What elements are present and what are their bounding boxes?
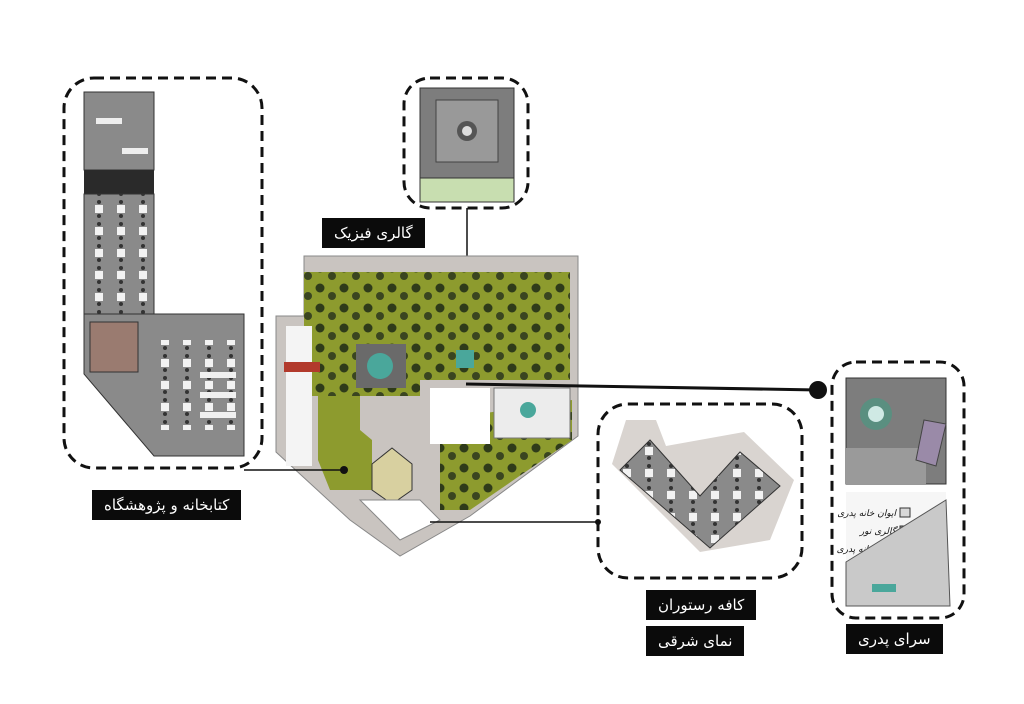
label-physics-gallery: گالری فیزیک	[322, 218, 425, 248]
label-cafe-restaurant: کافه رستوران	[646, 590, 757, 620]
father-house-inset: ایوان خانه پدری گالری نور حیاط خانه پدری	[830, 360, 966, 620]
label-father-house: سرای پدری	[846, 624, 943, 654]
label-library: کتابخانه و پژوهشگاه	[92, 490, 242, 520]
cafe-restaurant-inset	[596, 402, 804, 580]
label-east-facade: نمای شرقی	[646, 626, 745, 656]
main-site-plan	[275, 255, 579, 557]
legend-item-2: گالری نور	[859, 525, 899, 537]
legend-item-1: ایوان خانه پدری	[837, 509, 897, 519]
library-inset	[62, 76, 264, 470]
legend-swatch-light	[899, 507, 911, 518]
physics-gallery-inset	[402, 76, 530, 210]
